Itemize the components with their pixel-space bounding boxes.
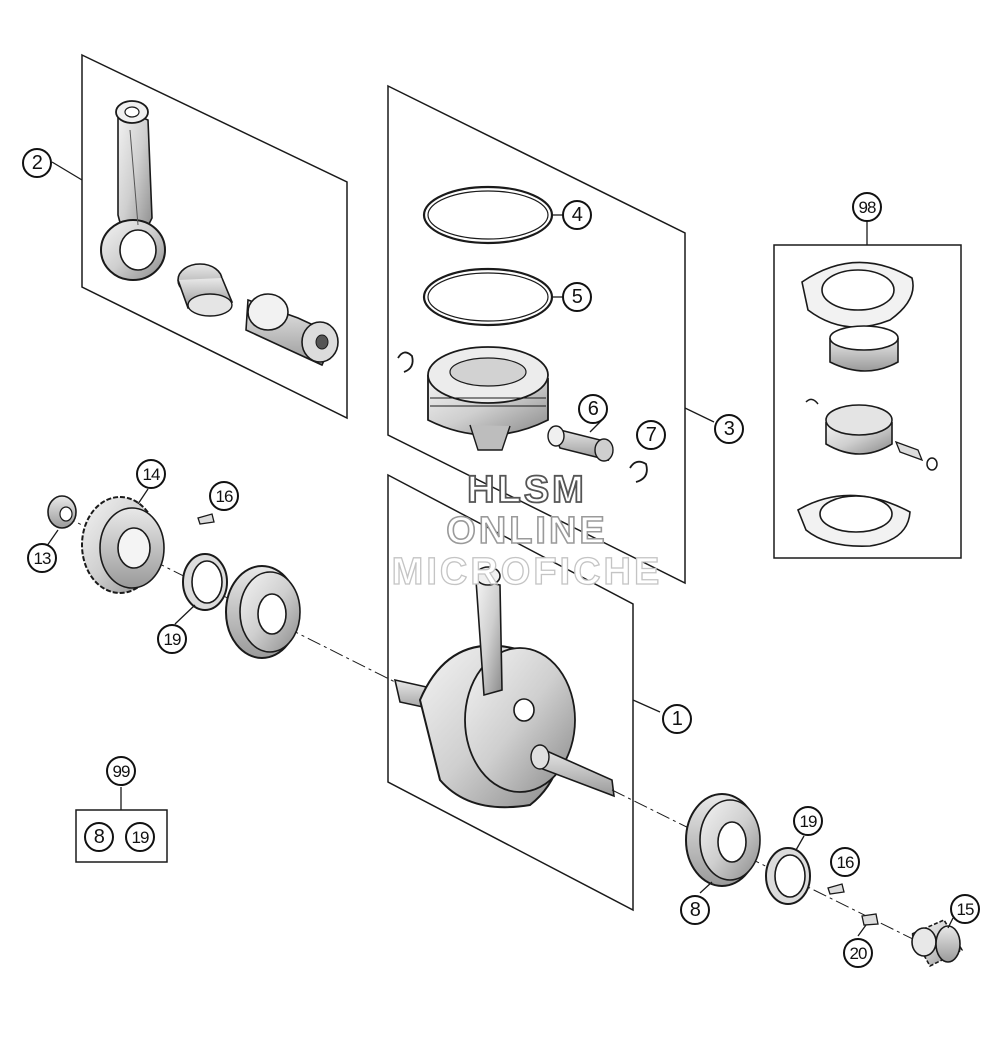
callout-16-right[interactable]: 16	[830, 847, 860, 877]
head-gasket[interactable]	[801, 261, 914, 328]
panel-kit-98	[773, 221, 962, 559]
callout-14[interactable]: 14	[136, 459, 166, 489]
kit-piston-rings[interactable]	[829, 325, 899, 372]
woodruff-key-16-left[interactable]	[197, 513, 215, 525]
callout-6[interactable]: 6	[578, 394, 608, 424]
panel-crankshaft	[387, 473, 661, 912]
panel-piston-group	[387, 84, 715, 585]
callout-8-kit[interactable]: 8	[84, 822, 114, 852]
callout-3[interactable]: 3	[714, 414, 744, 444]
main-bearing-left[interactable]	[225, 565, 301, 659]
kit-99-box	[75, 787, 168, 863]
callout-98[interactable]: 98	[852, 192, 882, 222]
callout-16-left[interactable]: 16	[209, 481, 239, 511]
panel-conrod-group	[51, 53, 348, 420]
main-bearing-right[interactable]	[685, 793, 761, 887]
woodruff-key-16-right[interactable]	[827, 883, 845, 895]
callout-15[interactable]: 15	[950, 894, 980, 924]
piston-circlip-right[interactable]	[629, 460, 648, 483]
callout-1[interactable]: 1	[662, 704, 692, 734]
crankshaft[interactable]	[393, 566, 615, 809]
shaft-seal-19-right[interactable]	[765, 847, 811, 905]
rod-bearing[interactable]	[177, 263, 234, 317]
piston-ring-top[interactable]	[422, 185, 554, 245]
woodruff-key-20[interactable]	[861, 913, 879, 926]
callout-8[interactable]: 8	[680, 895, 710, 925]
piston-ring-second[interactable]	[422, 267, 554, 327]
callout-5[interactable]: 5	[562, 282, 592, 312]
callout-13[interactable]: 13	[27, 543, 57, 573]
callout-19-left[interactable]: 19	[157, 624, 187, 654]
primary-gear-14[interactable]	[81, 496, 165, 594]
callout-19-right[interactable]: 19	[793, 806, 823, 836]
callout-4[interactable]: 4	[562, 200, 592, 230]
gear-15[interactable]	[910, 918, 964, 968]
base-gasket[interactable]	[796, 494, 911, 547]
callout-99[interactable]: 99	[106, 756, 136, 786]
callout-2[interactable]: 2	[22, 148, 52, 178]
callout-20[interactable]: 20	[843, 938, 873, 968]
crank-pin[interactable]	[245, 293, 339, 367]
piston-circlip-left[interactable]	[397, 351, 414, 373]
connecting-rod[interactable]	[100, 100, 166, 281]
callout-19-kit[interactable]: 19	[125, 822, 155, 852]
shaft-seal-19-left[interactable]	[182, 553, 228, 611]
washer-13[interactable]	[47, 495, 77, 529]
kit-piston[interactable]	[805, 398, 938, 471]
piston[interactable]	[427, 346, 549, 451]
piston-pin[interactable]	[547, 425, 614, 462]
callout-7[interactable]: 7	[636, 420, 666, 450]
